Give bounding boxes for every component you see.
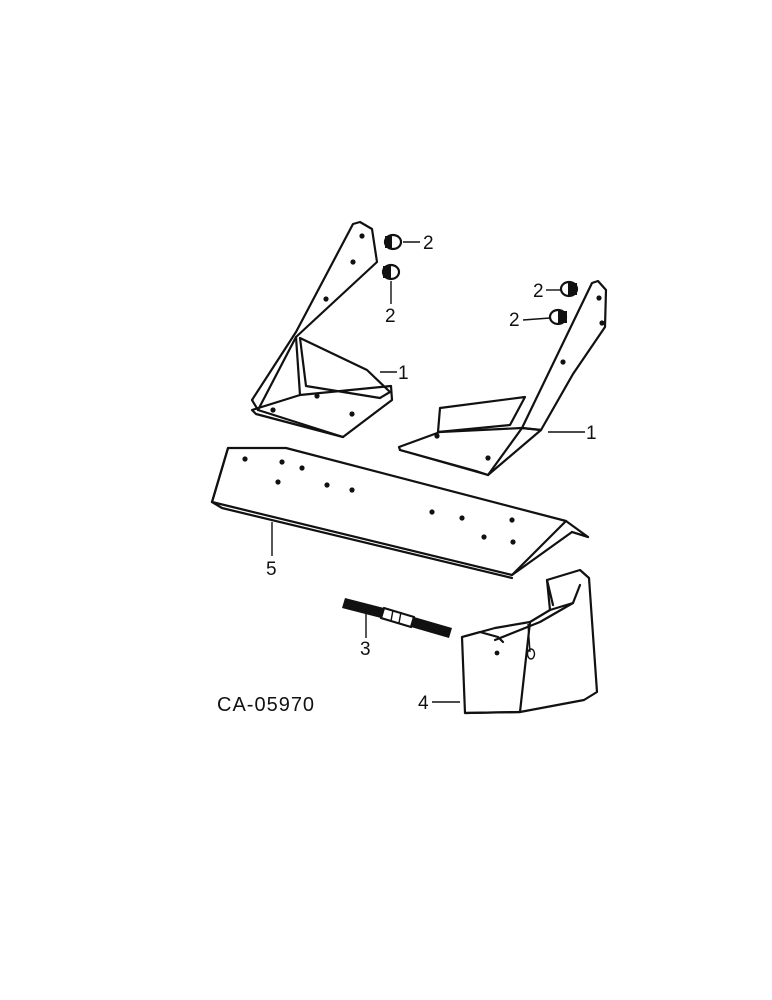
callout-bushing-b: 2	[385, 306, 396, 327]
callout-bracket-left: 1	[398, 363, 409, 384]
mounting-plate	[210, 446, 590, 580]
bushing-b	[381, 263, 401, 304]
drawing-code: CA-05970	[217, 694, 315, 716]
callout-weight: 4	[418, 693, 429, 714]
callout-bracket-right: 1	[586, 423, 597, 444]
callout-bushing-c: 2	[533, 281, 544, 302]
bushing-c	[546, 280, 579, 298]
callout-bushing-d: 2	[509, 310, 520, 331]
right-bracket	[397, 279, 608, 477]
bushing-a	[383, 233, 420, 251]
bushing-d	[522, 308, 568, 326]
left-bracket	[250, 220, 397, 439]
threaded-stud	[342, 598, 452, 638]
callout-stud: 3	[360, 639, 371, 660]
callout-plate: 5	[266, 559, 277, 580]
callout-bushing-a: 2	[423, 233, 434, 254]
suitcase-weight	[432, 568, 599, 715]
